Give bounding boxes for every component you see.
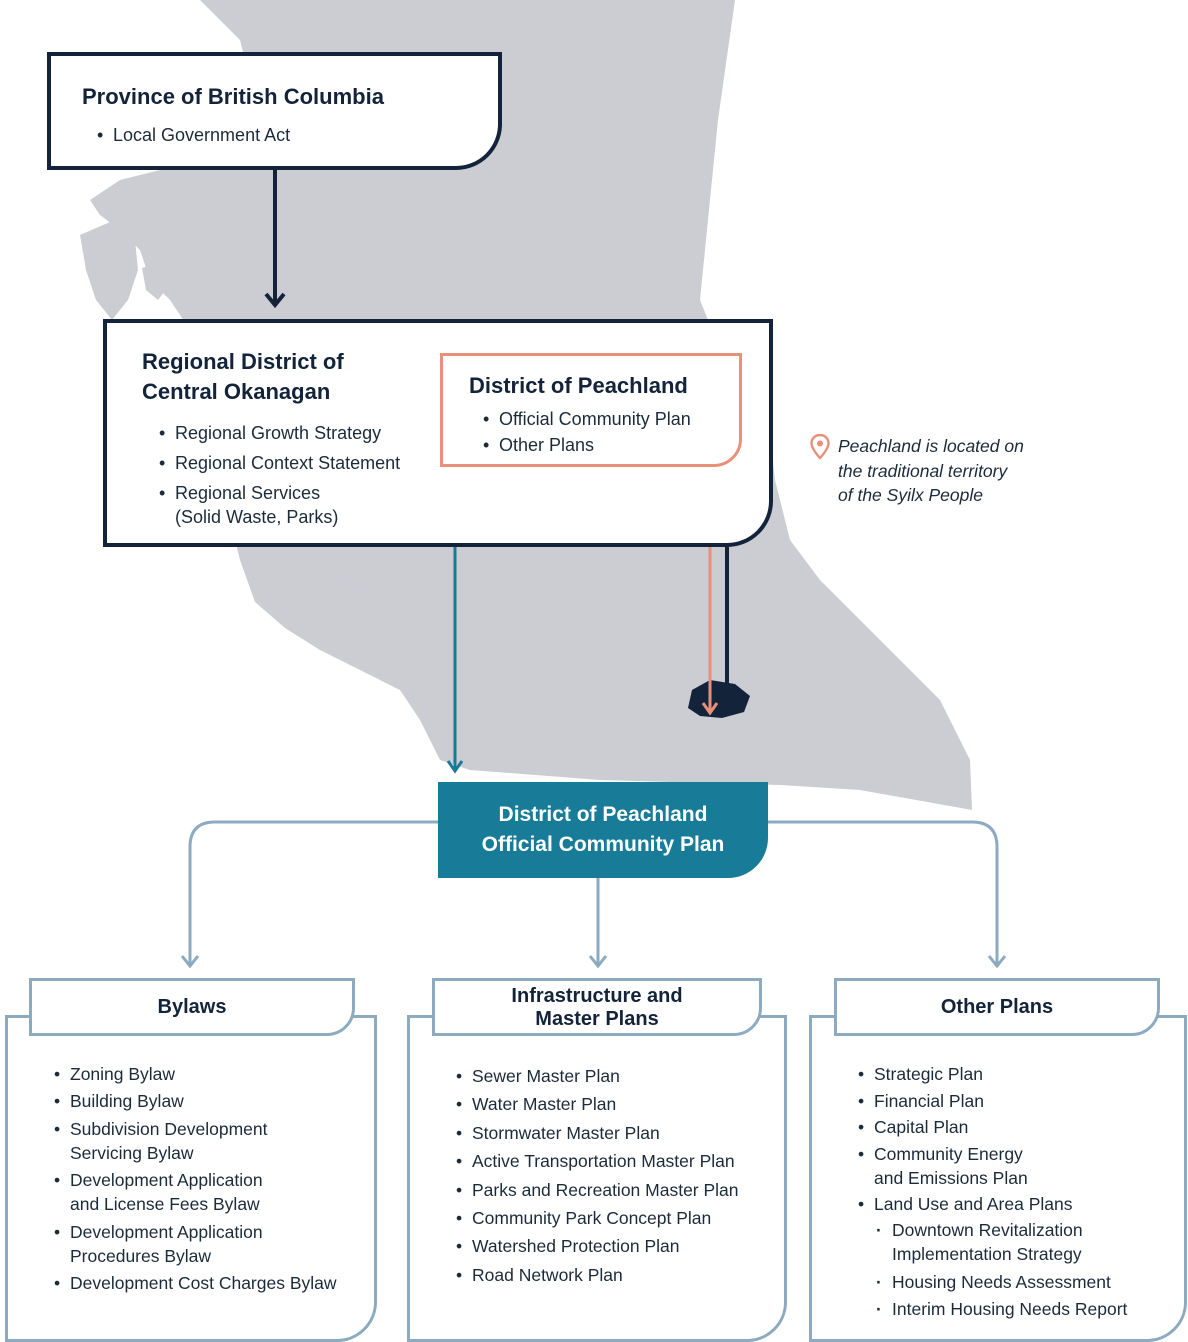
list-item-line: Community Energy	[874, 1143, 1023, 1164]
district-peachland-list: Official Community Plan Other Plans	[481, 406, 691, 458]
list-item-line: Development Cost Charges Bylaw	[70, 1272, 337, 1293]
district-peachland-title: District of Peachland	[469, 373, 688, 398]
list-item-line: Financial Plan	[874, 1090, 984, 1111]
regional-title-line1: Regional District of	[142, 349, 344, 374]
infrastructure-title: Infrastructure and Master Plans	[432, 978, 762, 1036]
regional-title-line2: Central Okanagan	[142, 379, 331, 404]
ocp-branch-connectors	[180, 820, 1007, 969]
other-plans-list: Strategic Plan Financial Plan Capital Pl…	[856, 1062, 1127, 1325]
list-item: Development Application and License Fees …	[52, 1168, 337, 1216]
infrastructure-panel: Sewer Master Plan Water Master Plan Stor…	[407, 1015, 787, 1342]
note-line: the traditional territory	[838, 460, 1008, 481]
list-item: Water Master Plan	[454, 1090, 739, 1119]
list-item: Stormwater Master Plan	[454, 1119, 739, 1148]
regional-title: Regional District of Central Okanagan	[142, 347, 402, 407]
list-item-line: Downtown Revitalization	[892, 1220, 1083, 1241]
list-item: Development Cost Charges Bylaw	[52, 1271, 337, 1295]
list-item: Community Energy and Emissions Plan	[856, 1142, 1127, 1190]
list-item: Regional Growth Strategy	[157, 418, 400, 448]
list-item-line: Interim Housing Needs Report	[892, 1299, 1128, 1320]
ocp-title-line2: Official Community Plan	[481, 833, 725, 856]
list-item: Parks and Recreation Master Plan	[454, 1176, 739, 1205]
list-item-line: Capital Plan	[874, 1117, 969, 1138]
list-item: Building Bylaw	[52, 1089, 337, 1113]
sublist-item: Housing Needs Assessment	[874, 1270, 1127, 1294]
list-item: Financial Plan	[856, 1089, 1127, 1113]
note-line: of the Syilx People	[838, 485, 983, 505]
list-item-line: Zoning Bylaw	[70, 1064, 176, 1084]
bylaws-title: Bylaws	[29, 978, 355, 1036]
list-item: Other Plans	[481, 432, 691, 458]
list-item: Watershed Protection Plan	[454, 1232, 739, 1261]
list-item: Strategic Plan	[856, 1062, 1127, 1086]
syilx-note-text: Peachland is located on the traditional …	[838, 434, 1078, 508]
list-item: Regional Services (Solid Waste, Parks)	[157, 481, 400, 529]
list-item-line: Regional Services	[175, 483, 321, 503]
bylaws-panel: Zoning Bylaw Building Bylaw Subdivision …	[5, 1015, 377, 1342]
province-title: Province of British Columbia	[82, 84, 384, 109]
list-item: Sewer Master Plan	[454, 1062, 739, 1091]
infrastructure-title-line2: Master Plans	[535, 1008, 659, 1030]
province-box: Province of British Columbia Local Gover…	[47, 52, 502, 170]
bylaws-list: Zoning Bylaw Building Bylaw Subdivision …	[52, 1062, 337, 1298]
ocp-title-line1: District of Peachland	[498, 803, 708, 826]
list-item-line: Strategic Plan	[874, 1064, 983, 1084]
peachland-map-marker	[688, 680, 750, 718]
list-item: Capital Plan	[856, 1115, 1127, 1139]
list-item-line: Land Use and Area Plans	[874, 1194, 1073, 1215]
other-plans-panel: Strategic Plan Financial Plan Capital Pl…	[809, 1015, 1187, 1342]
list-item: Community Park Concept Plan	[454, 1204, 739, 1233]
list-item: Land Use and Area Plans Downtown Revital…	[856, 1192, 1127, 1321]
list-item: Regional Context Statement	[157, 448, 400, 478]
other-plans-title: Other Plans	[834, 978, 1160, 1036]
list-item-line: Implementation Strategy	[892, 1244, 1082, 1265]
note-line: Peachland is located on	[838, 436, 1024, 456]
list-item-line: Subdivision Development	[70, 1118, 268, 1139]
list-item: Local Government Act	[95, 125, 290, 146]
list-item: Road Network Plan	[454, 1261, 739, 1290]
district-peachland-box: District of Peachland Official Community…	[440, 353, 742, 467]
ocp-box: District of Peachland Official Community…	[438, 782, 768, 878]
list-item: Active Transportation Master Plan	[454, 1147, 739, 1176]
list-item: Official Community Plan	[481, 406, 691, 432]
list-item-line: Development Application	[70, 1170, 263, 1191]
list-item-line: and Emissions Plan	[874, 1167, 1028, 1188]
list-item-line: (Solid Waste, Parks)	[175, 507, 339, 527]
list-item-line: Servicing Bylaw	[70, 1142, 194, 1163]
infrastructure-title-line1: Infrastructure and	[511, 985, 683, 1007]
list-item-line: Building Bylaw	[70, 1091, 184, 1112]
location-pin-icon	[810, 434, 830, 460]
infrastructure-list: Sewer Master Plan Water Master Plan Stor…	[454, 1062, 739, 1290]
list-item-line: Housing Needs Assessment	[892, 1271, 1111, 1292]
list-item-line: Procedures Bylaw	[70, 1245, 212, 1266]
list-item-line: Development Application	[70, 1221, 263, 1242]
list-item-line: and License Fees Bylaw	[70, 1194, 260, 1215]
list-item: Zoning Bylaw	[52, 1062, 337, 1086]
province-list: Local Government Act	[95, 125, 290, 146]
regional-list: Regional Growth Strategy Regional Contex…	[157, 418, 400, 529]
arrow-province-to-regional	[264, 170, 286, 309]
sublist-item: Interim Housing Needs Report	[874, 1297, 1127, 1321]
